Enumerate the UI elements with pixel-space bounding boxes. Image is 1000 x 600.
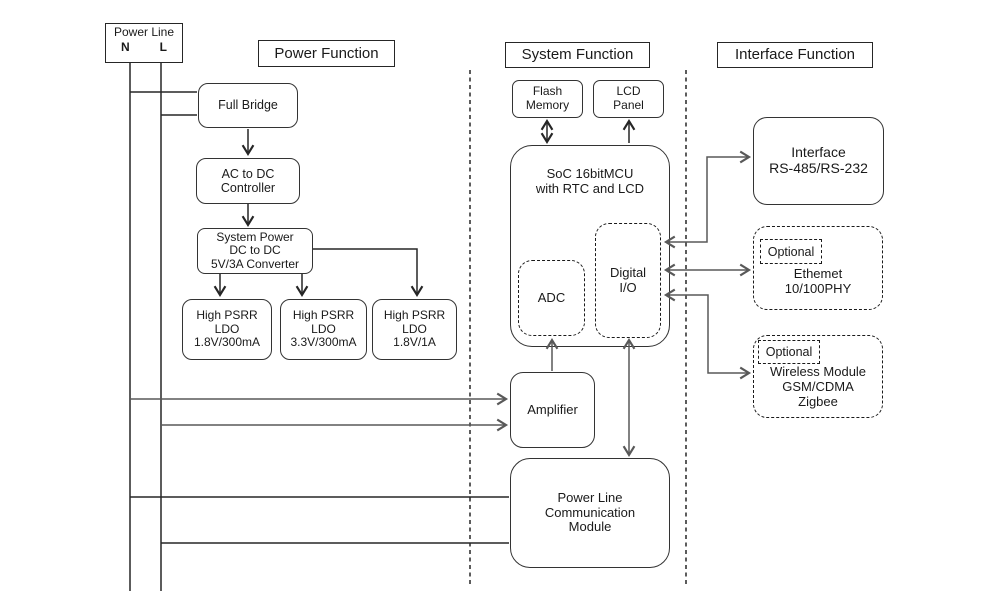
block-adc: ADC [518,260,585,336]
block-digital-io: Digital I/O [595,223,661,338]
block-interface-rs485-rs232: Interface RS-485/RS-232 [753,117,884,205]
ethernet-label: Ethemet 10/100PHY [784,266,852,296]
power-line-n-label: N [120,39,130,54]
block-ldo-1v8-1a: High PSRR LDO 1.8V/1A [372,299,457,360]
arrow-system-power-to-ldo3 [313,248,424,298]
block-amplifier: Amplifier [510,372,595,448]
arrow-digitalio-wireless [663,288,752,380]
block-system-power: System Power DC to DC 5V/3A Converter [197,228,313,274]
soc-label: SoC 16bitMCU with RTC and LCD [535,166,645,197]
section-title-interface: Interface Function [717,42,873,68]
ethernet-optional-tag: Optional [760,239,822,264]
block-ldo-1v8-300ma: High PSRR LDO 1.8V/300mA [182,299,272,360]
power-line-title: Power Line [113,25,175,39]
power-line-box: Power Line N L [105,23,183,63]
power-line-l-label: L [159,39,167,54]
wireless-optional-tag: Optional [758,340,820,364]
section-title-power: Power Function [258,40,395,67]
block-lcd-panel: LCD Panel [593,80,664,118]
block-plc-module: Power Line Communication Module [510,458,670,568]
arrow-digitalio-rs485 [663,150,752,249]
block-soc: SoC 16bitMCU with RTC and LCD ADC Digita… [510,145,670,347]
block-ac-dc-controller: AC to DC Controller [196,158,300,204]
block-ethernet: Optional Ethemet 10/100PHY [753,226,883,310]
section-title-system: System Function [505,42,650,68]
block-flash-memory: Flash Memory [512,80,583,118]
block-wireless-module: Optional Wireless Module GSM/CDMA Zigbee [753,335,883,418]
block-ldo-3v3-300ma: High PSRR LDO 3.3V/300mA [280,299,367,360]
block-full-bridge: Full Bridge [198,83,298,128]
wireless-label: Wireless Module GSM/CDMA Zigbee [769,364,867,409]
